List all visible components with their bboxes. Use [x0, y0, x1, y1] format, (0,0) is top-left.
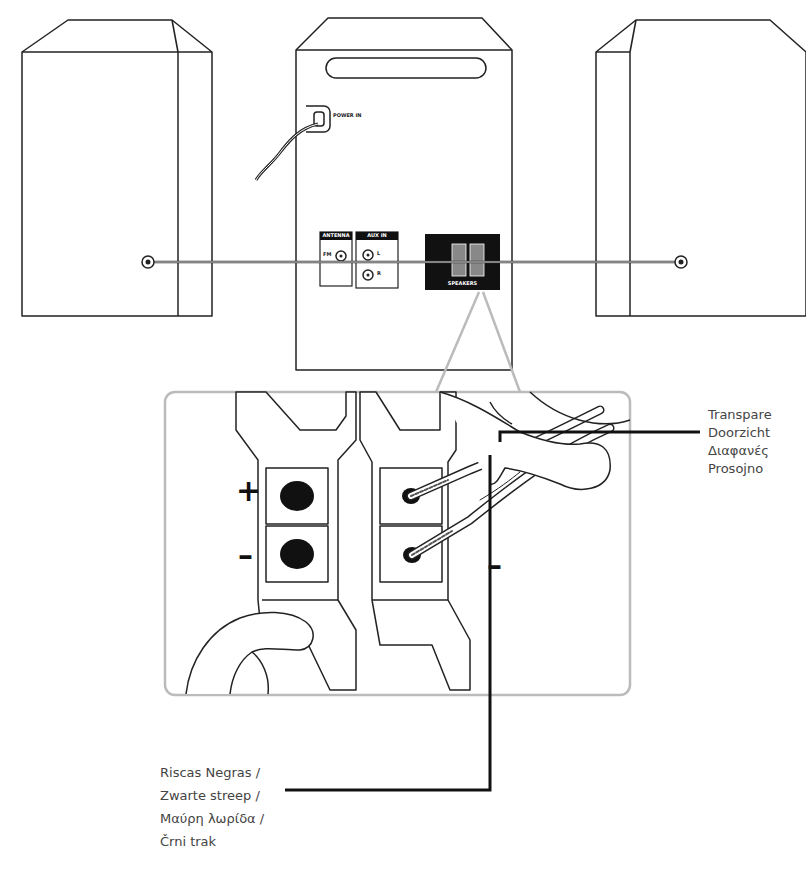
polarity-sign: +: [236, 476, 261, 506]
panel-label: L: [377, 251, 380, 256]
panel-label: R: [377, 271, 381, 276]
panel-label: ANTENNA: [320, 233, 352, 238]
callout-text: Prosojno: [708, 461, 763, 477]
callout-text: Μαύρη λωρίδα /: [160, 811, 264, 827]
callout-text: Transpare: [708, 407, 772, 423]
leader-line: [500, 432, 700, 442]
main-unit: [296, 18, 512, 370]
terminal-right: [360, 392, 470, 690]
hand-right: [440, 392, 610, 489]
left-speaker: [22, 20, 212, 316]
panel-label: FM: [323, 252, 331, 257]
panel-label: POWER IN: [333, 113, 361, 118]
callout-text: Διαφανές: [708, 443, 769, 459]
zoom-box: [165, 392, 630, 695]
polarity-sign: –: [238, 540, 253, 570]
callout-text: Doorzicht: [708, 425, 770, 441]
callout-text: Riscas Negras /: [160, 765, 260, 781]
leader-line: [285, 455, 490, 790]
panel-label: AUX IN: [356, 233, 398, 238]
callout-text: Črni trak: [160, 834, 216, 850]
callout-text: Zwarte streep /: [160, 788, 260, 804]
hand-left: [186, 612, 313, 694]
panel-label: SPEAKERS: [425, 281, 500, 286]
right-speaker: [596, 20, 806, 316]
polarity-sign: –: [487, 550, 502, 580]
